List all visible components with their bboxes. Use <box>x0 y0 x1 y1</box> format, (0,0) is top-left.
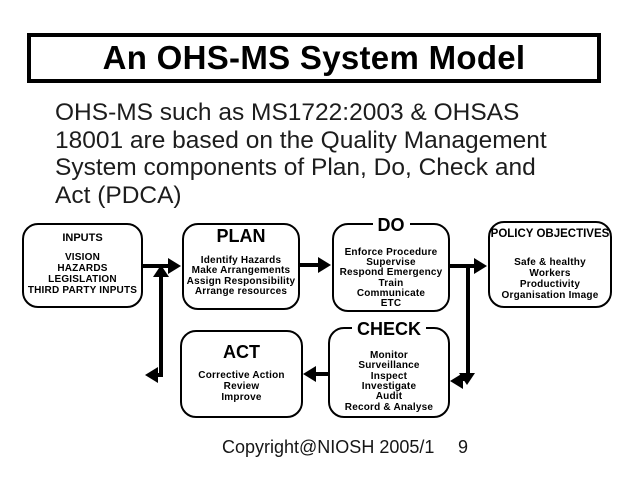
box-do-items: Enforce Procedure Supervise Respond Emer… <box>339 246 443 310</box>
box-act-items: Corrective Action Review Improve <box>198 369 285 403</box>
slide-title: An OHS-MS System Model <box>102 39 526 76</box>
feedback-vertical-line <box>159 276 163 377</box>
arrow-do-to-policy-line <box>450 264 476 268</box>
box-inputs-title: INPUTS <box>62 232 103 244</box>
footer-copyright: Copyright@NIOSH 2005/1 <box>222 437 435 457</box>
arrow-right-icon <box>474 258 487 274</box>
drop-stub-line <box>462 377 469 381</box>
box-check-title: CHECK <box>351 319 426 340</box>
arrow-right-icon <box>168 258 181 274</box>
arrow-left-icon <box>145 367 158 383</box>
arrow-check-to-act-line <box>316 372 328 376</box>
footer-page-number: 9 <box>458 437 469 457</box>
drop-vertical-line <box>466 268 470 373</box>
diagram-box-policy-objectives: POLICY OBJECTIVES Safe & healthy Workers… <box>488 221 612 308</box>
diagram-box-check: CHECK Monitor Surveillance Inspect Inves… <box>328 319 450 418</box>
arrow-left-icon <box>303 366 316 382</box>
arrow-up-icon <box>153 265 169 277</box>
feedback-stub-line <box>156 373 163 377</box>
slide-body-text: OHS-MS such as MS1722:2003 & OHSAS 18001… <box>55 99 547 209</box>
arrow-right-icon <box>318 257 331 273</box>
diagram-box-do: DO Enforce Procedure Supervise Respond E… <box>332 215 450 312</box>
box-plan-items: Identify Hazards Make Arrangements Assig… <box>186 254 296 298</box>
diagram-box-act: ACT Corrective Action Review Improve <box>180 330 303 418</box>
box-check-items: Monitor Surveillance Inspect Investigate… <box>344 349 434 413</box>
box-inputs-items: VISION HAZARDS LEGISLATION THIRD PARTY I… <box>27 251 138 296</box>
diagram-box-inputs: INPUTS VISION HAZARDS LEGISLATION THIRD … <box>22 223 143 308</box>
box-act-title: ACT <box>223 342 260 362</box>
arrow-left-icon <box>450 373 463 389</box>
box-policy-objectives-title: POLICY OBJECTIVES <box>490 228 610 240</box>
box-plan-title: PLAN <box>216 226 266 246</box>
box-do-title: DO <box>372 215 410 236</box>
diagram-box-plan: PLAN Identify Hazards Make Arrangements … <box>182 223 300 310</box>
slide-title-box: An OHS-MS System Model <box>27 33 601 83</box>
box-policy-objectives-items: Safe & healthy Workers Productivity Orga… <box>501 257 599 302</box>
arrow-plan-to-do-line <box>300 263 320 267</box>
